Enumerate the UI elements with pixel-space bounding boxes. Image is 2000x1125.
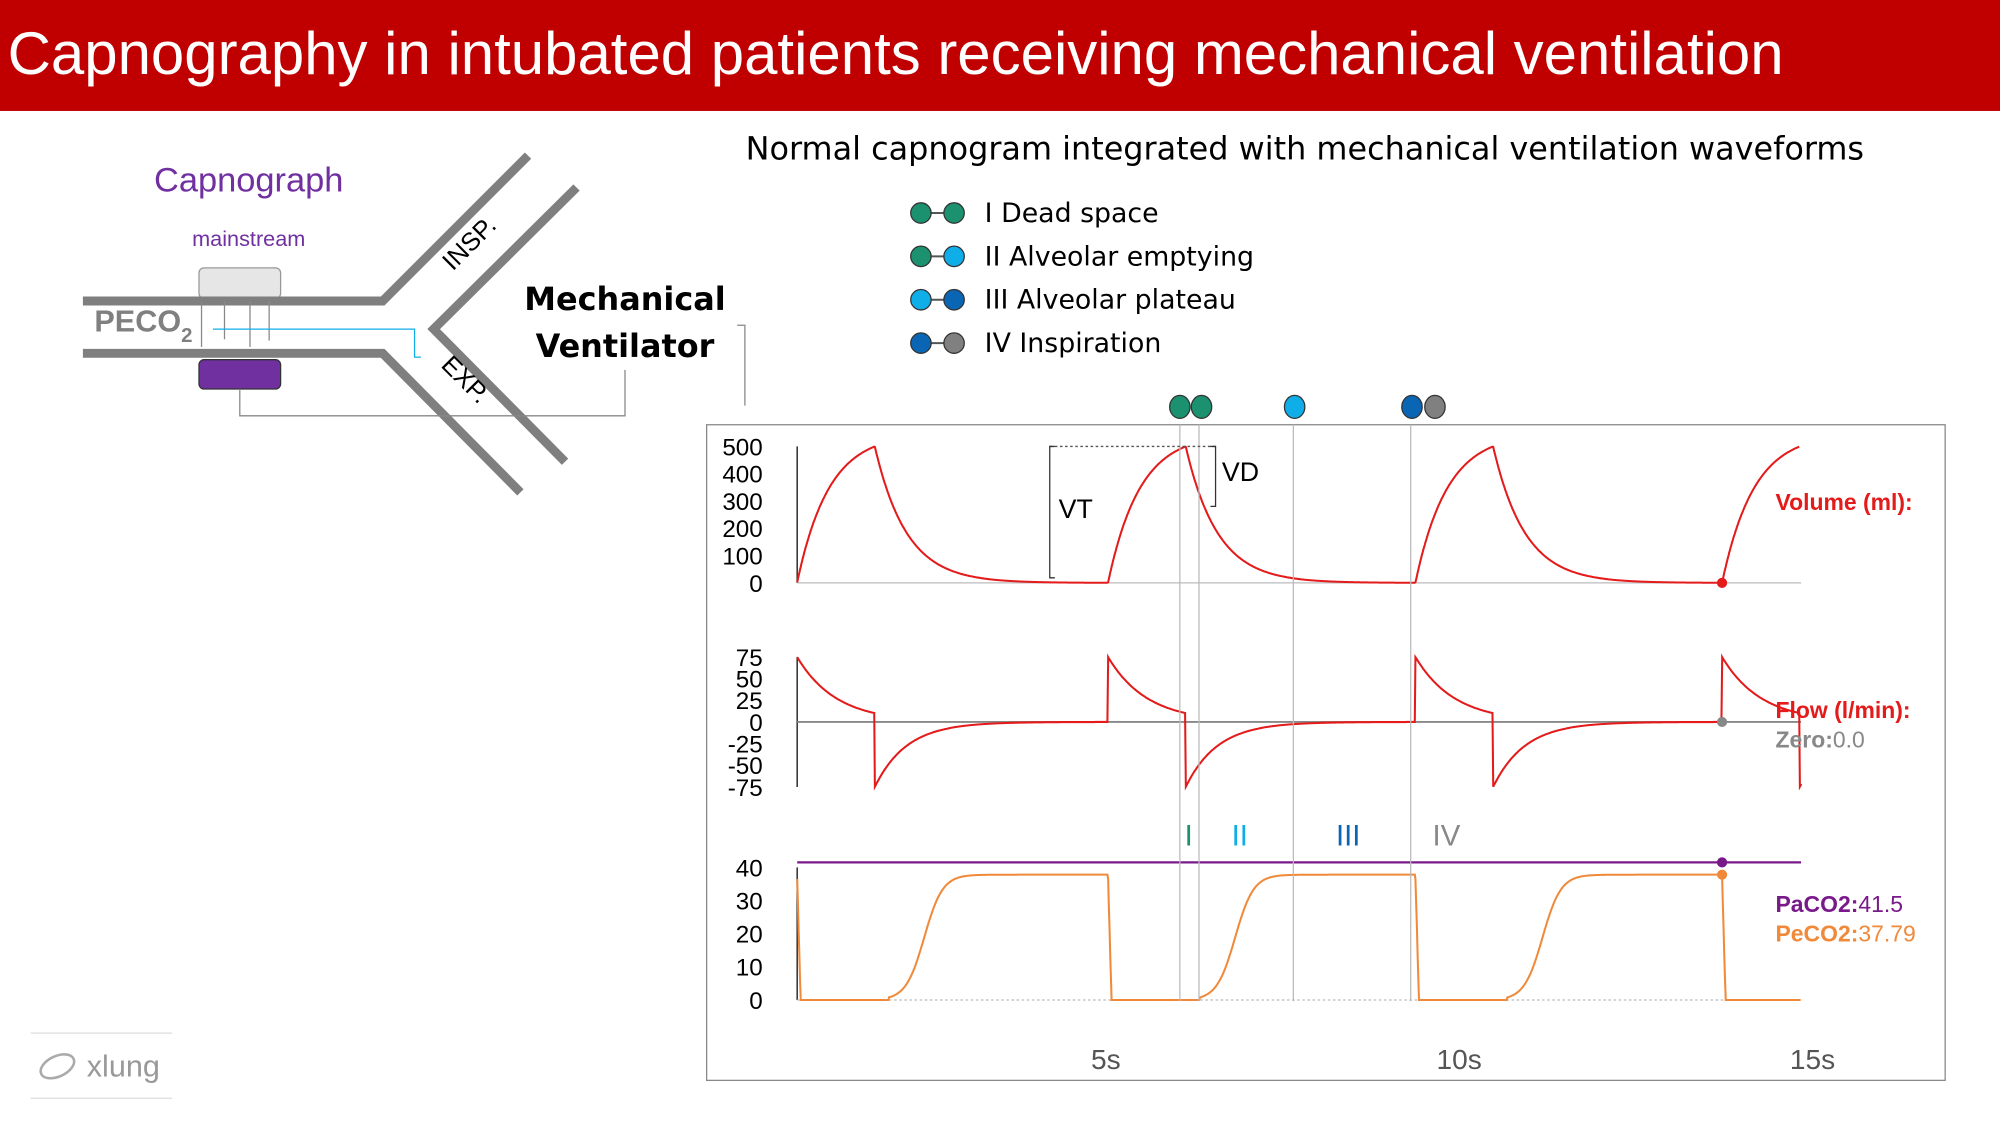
exp-label: EXP. xyxy=(436,351,495,410)
flow-waveform xyxy=(796,653,1803,791)
paco2-cursor xyxy=(1716,857,1728,868)
ventilator-label-2: Ventilator xyxy=(536,327,715,365)
mainstream-label: mainstream xyxy=(192,226,305,251)
logo-text: xlung xyxy=(87,1050,160,1084)
phase-marker-icon xyxy=(1283,394,1306,420)
sensor-top xyxy=(198,267,282,300)
capnograph-label: Capnograph xyxy=(154,161,343,199)
legend-dot-icon xyxy=(910,245,932,268)
volume-waveform xyxy=(796,445,1800,584)
y-tick-label: 0 xyxy=(749,710,762,737)
legend-dot-icon xyxy=(910,332,932,354)
peco2-label: PECO2 xyxy=(94,305,192,347)
x-tick-label: 15s xyxy=(1790,1044,1835,1075)
legend-dot-icon xyxy=(943,202,965,224)
peco2-readout: PeCO2:37.79 xyxy=(1776,920,1916,946)
y-tick-label: 500 xyxy=(722,434,762,461)
x-tick-label: 10s xyxy=(1437,1044,1482,1075)
phase-marker-icon xyxy=(1169,394,1191,420)
legend-dot-icon xyxy=(943,288,965,311)
y-tick-label: -25 xyxy=(728,732,763,759)
flow-readout: Flow (l/min): xyxy=(1776,697,1911,723)
y-tick-label: 20 xyxy=(736,922,763,949)
volume-cursor xyxy=(1716,577,1728,589)
y-tick-label: 200 xyxy=(722,516,762,543)
y-tick-label: 0 xyxy=(749,988,762,1015)
phase-marker-icon xyxy=(1401,394,1423,420)
co2-waveform xyxy=(796,873,1801,1002)
waveform-chart: 50040030020010007550250-25-50-7540302010… xyxy=(722,394,1835,1075)
chart-subtitle: Normal capnogram integrated with mechani… xyxy=(746,129,1864,167)
phase-marker-icon xyxy=(1190,394,1213,420)
y-tick-label: 400 xyxy=(722,462,762,489)
flow-cursor xyxy=(1716,716,1728,728)
vt-bracket xyxy=(1049,445,1055,579)
lung-icon xyxy=(39,1053,76,1080)
volume-readout: Volume (ml): xyxy=(1776,489,1913,515)
sensor-bottom xyxy=(198,359,282,390)
y-tick-label: 300 xyxy=(722,489,762,516)
vd-label: VD xyxy=(1222,457,1259,487)
xlung-logo: xlung xyxy=(30,1032,173,1099)
legend-label: I Dead space xyxy=(985,198,1159,229)
legend-dot-icon xyxy=(943,332,965,354)
y-tick-label: 75 xyxy=(736,645,763,672)
circuit-diagram: Capnograph mainstream PECO2 INSP. EXP. M… xyxy=(82,152,746,496)
slide-title: Capnography in intubated patients receiv… xyxy=(8,20,1784,87)
peco2-cursor xyxy=(1716,869,1728,880)
y-tick-label: 25 xyxy=(736,688,763,715)
legend-dot-icon xyxy=(910,202,932,224)
legend-label: III Alveolar plateau xyxy=(985,285,1236,316)
phase-marker-icon xyxy=(1424,394,1446,420)
y-tick-label: 50 xyxy=(736,667,763,694)
legend-label: II Alveolar emptying xyxy=(985,241,1254,272)
paco2-readout: PaCO2:41.5 xyxy=(1776,891,1904,917)
phase-label: IV xyxy=(1433,820,1461,853)
legend-label: IV Inspiration xyxy=(985,328,1162,359)
y-tick-label: 0 xyxy=(749,571,762,598)
zero-readout: Zero:0.0 xyxy=(1776,726,1865,752)
phase-label: II xyxy=(1232,820,1248,853)
y-tick-label: 10 xyxy=(736,955,763,982)
y-tick-label: 100 xyxy=(722,544,762,571)
phase-label: I xyxy=(1185,820,1193,853)
y-tick-label: -75 xyxy=(728,775,763,802)
vt-label: VT xyxy=(1059,494,1093,524)
phase-label: III xyxy=(1336,820,1360,853)
y-tick-label: -50 xyxy=(728,753,763,780)
title-bar xyxy=(0,0,2000,111)
legend-dot-icon xyxy=(943,245,965,268)
y-tick-label: 40 xyxy=(736,855,763,882)
y-tick-label: 30 xyxy=(736,888,763,915)
x-tick-label: 5s xyxy=(1091,1044,1121,1075)
ventilator-label-1: Mechanical xyxy=(524,280,725,318)
monitor-frame xyxy=(705,424,1946,1081)
vd-bracket xyxy=(1210,445,1217,508)
legend-dot-icon xyxy=(910,288,932,311)
